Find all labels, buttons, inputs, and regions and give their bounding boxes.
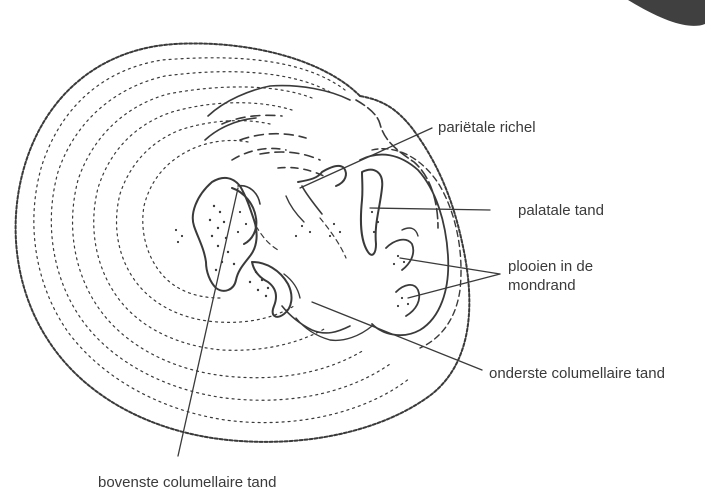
- corner-shadow: [628, 0, 705, 26]
- leader-lower-columellar-tooth: [312, 302, 482, 370]
- growth-lines: [34, 58, 410, 423]
- leader-lip-fold-1: [400, 258, 500, 274]
- aperture-lip: [360, 155, 448, 336]
- label-palatal-tooth: palatale tand: [518, 202, 604, 220]
- label-upper-columellar-tooth: bovenste columellaire tand: [98, 474, 276, 492]
- lip-fold-1: [386, 240, 413, 270]
- label-parietal-ridge: pariëtale richel: [438, 119, 536, 137]
- lip-fold-2: [396, 285, 419, 316]
- ridge-lines: [205, 86, 438, 228]
- leader-lip-fold-2: [408, 274, 500, 298]
- stippling: [175, 205, 409, 307]
- leader-palatal-tooth: [370, 208, 490, 210]
- columella: [193, 178, 257, 291]
- label-lower-columellar-tooth: onderste columellaire tand: [489, 365, 665, 383]
- label-lip-folds: plooien in de mondrand: [508, 257, 608, 295]
